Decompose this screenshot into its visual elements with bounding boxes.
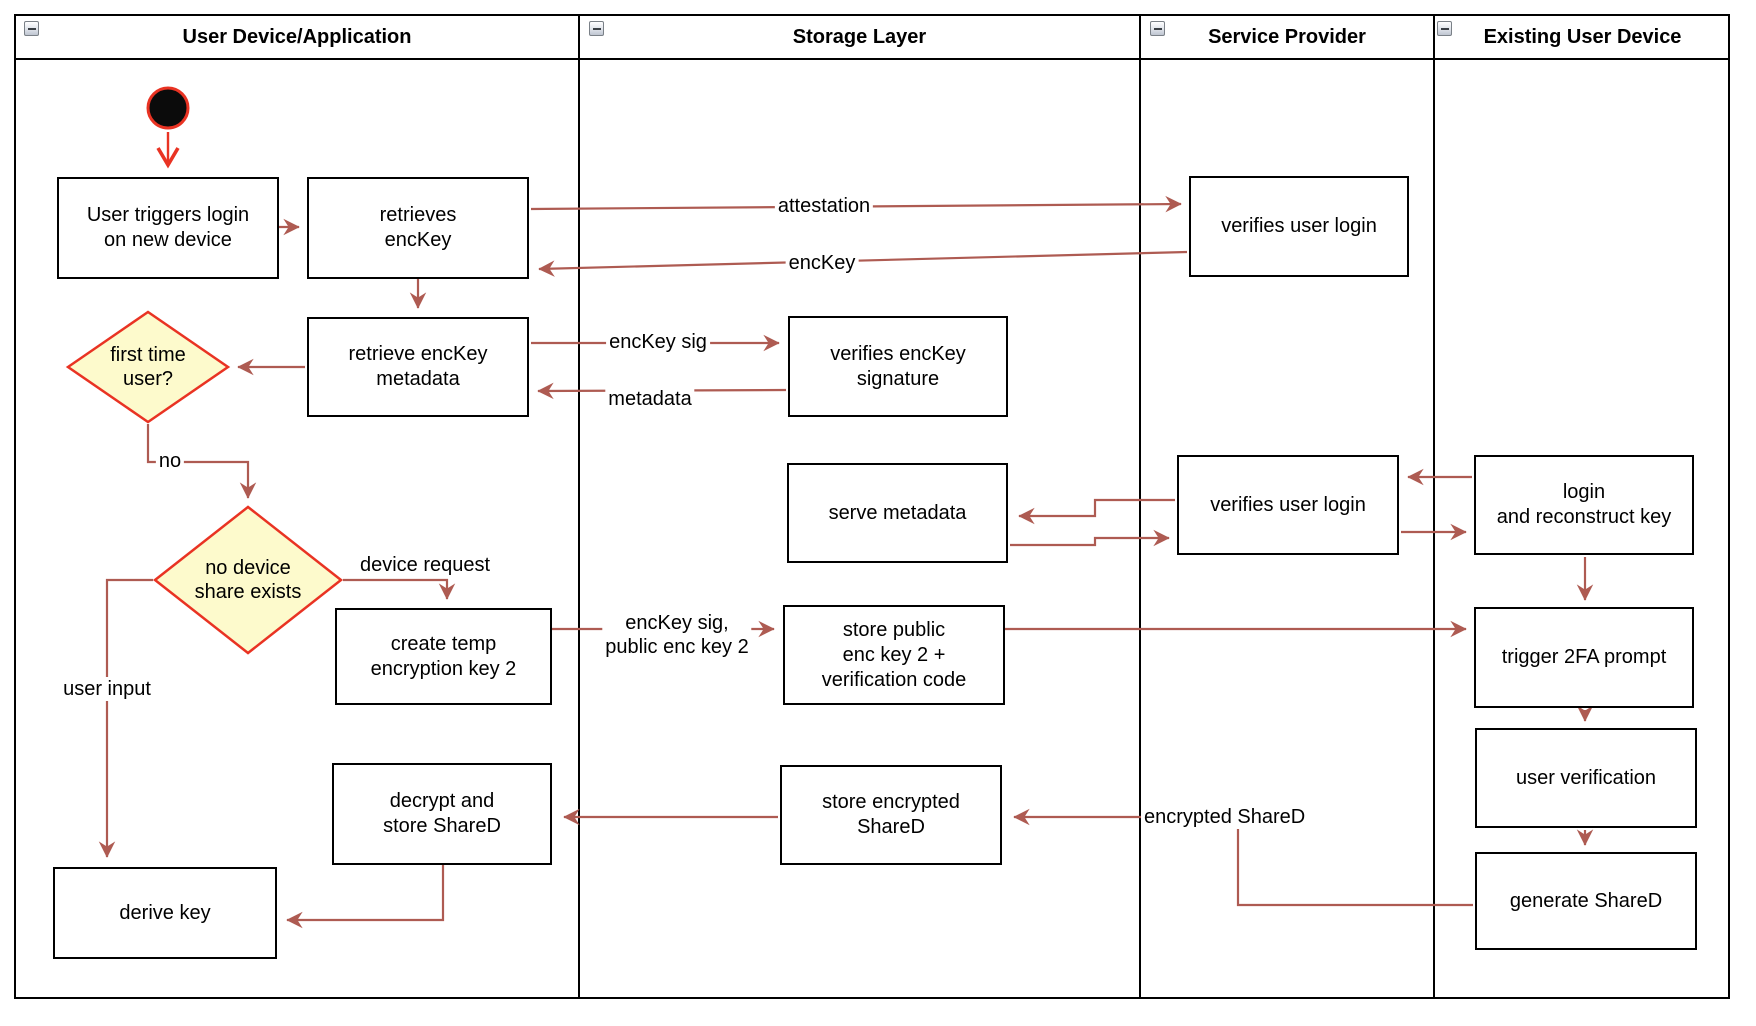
edge-verifies2-to-serve	[1018, 498, 1175, 525]
start-node[interactable]	[146, 86, 190, 130]
edge-label-enckey-sig-public[interactable]: encKey sig, public enc key 2	[602, 611, 752, 659]
node-decrypt-store-shared[interactable]: decrypt and store ShareD	[332, 763, 552, 865]
node-verifies-user-login-2[interactable]: verifies user login	[1177, 455, 1399, 555]
node-user-verification[interactable]: user verification	[1475, 728, 1697, 828]
edge-device-request	[343, 578, 456, 600]
node-retrieves-enckey[interactable]: retrieves encKey	[307, 177, 529, 279]
minus-glyph	[1440, 27, 1449, 30]
node-verifies-enckey-signature[interactable]: verifies encKey signature	[788, 316, 1008, 417]
decision-first-time-user[interactable]	[65, 310, 231, 424]
edge-label-no[interactable]: no	[155, 449, 185, 473]
label-first-time-user[interactable]: first time user?	[110, 344, 186, 390]
edge-no-branch	[146, 424, 257, 499]
collapse-minus-icon[interactable]	[1150, 21, 1165, 36]
lane-divider-3	[1433, 14, 1435, 999]
node-retrieve-enckey-metadata[interactable]: retrieve encKey metadata	[307, 317, 529, 417]
lane-title: Service Provider	[1208, 25, 1366, 48]
node-store-encrypted-shared[interactable]: store encrypted ShareD	[780, 765, 1002, 865]
decision-no-device-share[interactable]	[152, 505, 344, 655]
node-generate-shared[interactable]: generate ShareD	[1475, 852, 1697, 950]
lane-header-divider	[14, 58, 1730, 60]
collapse-minus-icon[interactable]	[1437, 21, 1452, 36]
edge-label-device-request[interactable]: device request	[356, 553, 494, 577]
collapse-minus-icon[interactable]	[24, 21, 39, 36]
node-serve-metadata[interactable]: serve metadata	[787, 463, 1008, 563]
lane-title: Storage Layer	[792, 25, 927, 48]
lane-header-existing-user-device[interactable]: Existing User Device	[1435, 16, 1730, 58]
lane-title: User Device/Application	[182, 25, 412, 48]
minus-glyph	[592, 27, 601, 30]
lane-header-storage-layer[interactable]: Storage Layer	[580, 16, 1139, 58]
edge-label-metadata[interactable]: metadata	[605, 387, 695, 411]
lane-divider-2	[1139, 14, 1141, 999]
edge-user-input	[98, 578, 153, 858]
edge-serve-to-verifies2	[1010, 529, 1170, 547]
lane-header-service-provider[interactable]: Service Provider	[1141, 16, 1433, 58]
node-derive-key[interactable]: derive key	[53, 867, 277, 959]
edge-label-attestation[interactable]: attestation	[774, 194, 874, 218]
node-store-public-key2[interactable]: store public enc key 2 + verification co…	[783, 605, 1005, 705]
edge-decrypt-to-derive	[286, 865, 445, 929]
minus-glyph	[27, 27, 36, 30]
lane-divider-1	[578, 14, 580, 999]
edge-label-user-input[interactable]: user input	[60, 677, 154, 701]
edge-encrypted-shared	[1013, 808, 1473, 907]
lane-header-user-device[interactable]: User Device/Application	[16, 16, 578, 58]
edge-label-enckey-sig[interactable]: encKey sig	[606, 330, 710, 354]
node-verifies-user-login-1[interactable]: verifies user login	[1189, 176, 1409, 277]
lane-title: Existing User Device	[1483, 25, 1682, 48]
edge-label-enckey[interactable]: encKey	[785, 251, 859, 275]
edge-enckey-return	[538, 250, 1188, 277]
node-login-reconstruct-key[interactable]: login and reconstruct key	[1474, 455, 1694, 555]
edge-label-encrypted-shared[interactable]: encrypted ShareD	[1141, 805, 1309, 829]
minus-glyph	[1153, 27, 1162, 30]
node-trigger-2fa-prompt[interactable]: trigger 2FA prompt	[1474, 607, 1694, 708]
collapse-minus-icon[interactable]	[589, 21, 604, 36]
node-create-temp-key2[interactable]: create temp encryption key 2	[335, 608, 552, 705]
node-user-triggers-login[interactable]: User triggers login on new device	[57, 177, 279, 279]
label-no-device-share[interactable]: no device share exists	[194, 557, 302, 603]
